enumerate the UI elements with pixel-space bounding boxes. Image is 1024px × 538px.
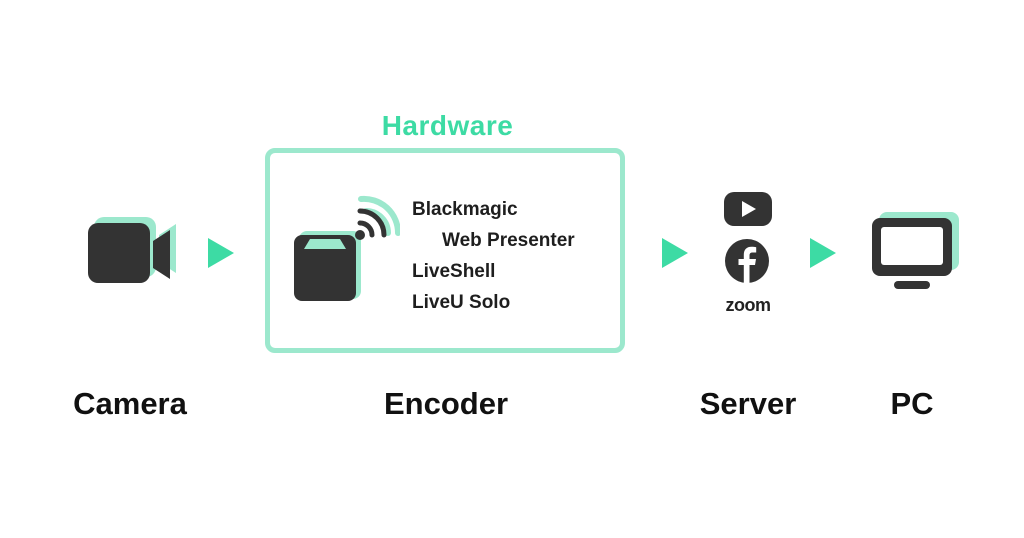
youtube-icon — [724, 192, 772, 226]
hardware-group-title: Hardware — [381, 110, 514, 141]
stage-label-pc: PC — [890, 386, 934, 421]
stage-label-encoder: Encoder — [383, 386, 509, 421]
flow-arrow-encoder-server — [662, 238, 688, 268]
stage-label-camera: Camera — [73, 386, 187, 421]
facebook-icon — [725, 239, 769, 283]
camera-icon — [88, 217, 176, 283]
encoder-device-name: LiveU Solo — [412, 292, 511, 313]
monitor-icon — [872, 212, 959, 289]
flow-arrow-server-pc — [810, 238, 836, 268]
encoder-device-list: Blackmagic Web Presenter LiveShell LiveU… — [412, 194, 575, 318]
stage-label-server: Server — [699, 386, 797, 421]
encoder-device-icon — [294, 195, 400, 301]
encoder-device-name: Web Presenter — [442, 230, 575, 251]
flow-arrow-camera-encoder — [208, 238, 234, 268]
zoom-logo: zoom — [725, 295, 772, 315]
encoder-device-name: LiveShell — [412, 261, 496, 282]
hardware-group-box — [265, 148, 625, 353]
encoder-device-name: Blackmagic — [412, 199, 518, 220]
